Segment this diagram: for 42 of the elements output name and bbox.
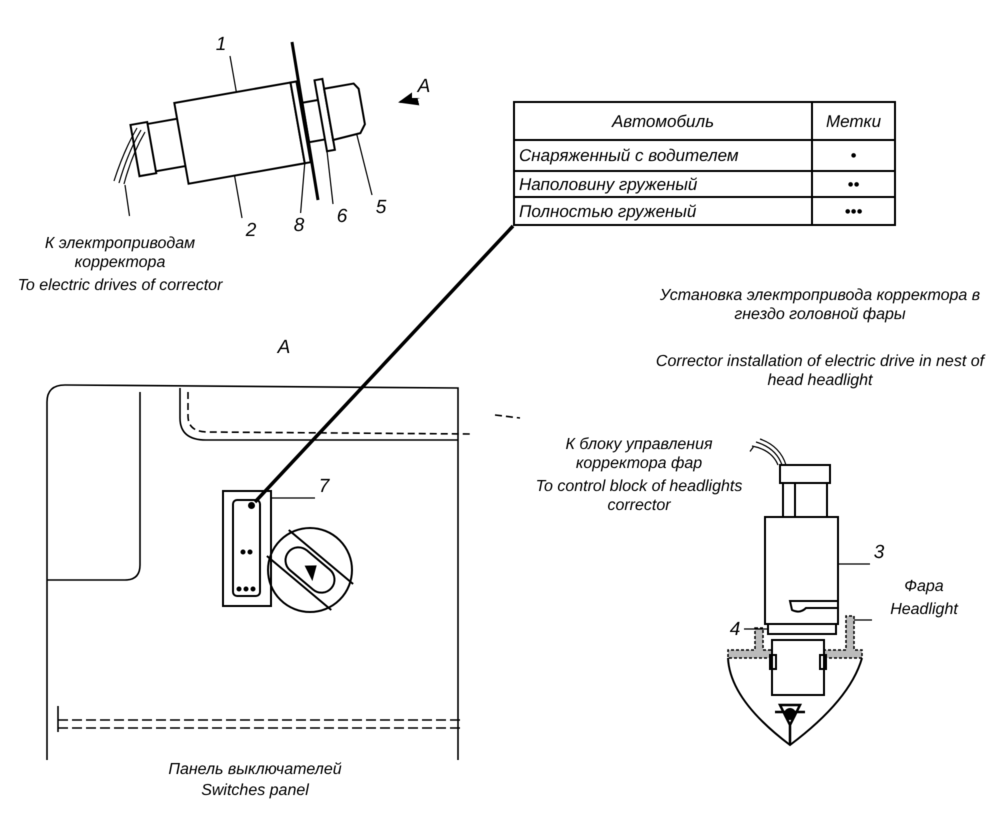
leader-line	[272, 497, 315, 499]
callout-number: 3	[874, 542, 884, 562]
leader-line	[124, 184, 130, 216]
leader-line	[356, 134, 373, 196]
table-cell: Метки	[813, 103, 894, 141]
table-cell-text: •••	[844, 200, 864, 222]
leader-caption: To control block of headlights corrector	[534, 477, 744, 515]
leader-line	[300, 163, 306, 214]
callout-number: 1	[216, 34, 226, 54]
table-cell: Автомобиль	[515, 103, 813, 141]
leader-line	[838, 563, 870, 565]
leader-caption: К электроприводам корректора	[44, 234, 196, 272]
table-cell: Полностью груженый	[515, 198, 813, 224]
callout-number: 7	[318, 476, 330, 496]
leader-line	[744, 628, 768, 630]
marks-table	[513, 101, 896, 226]
leader-line	[229, 56, 237, 92]
leader-caption: Headlight	[890, 600, 958, 619]
connector-line	[254, 224, 514, 504]
leader-line	[234, 176, 243, 218]
switch-plate	[222, 490, 272, 607]
table-cell: •	[813, 141, 894, 172]
table-cell: Наполовину груженый	[515, 172, 813, 198]
leader-caption: К блоку управления корректора фар	[564, 435, 714, 473]
leader-caption: To electric drives of corrector	[18, 276, 222, 294]
section-caption: Corrector installation of electric drive in nest of head headlight	[655, 352, 985, 390]
callout-number: 4	[730, 620, 740, 638]
callout-number: 2	[246, 220, 256, 240]
sealing-ring	[767, 623, 837, 635]
leader-line	[854, 619, 872, 621]
leader-caption: Фара	[904, 577, 944, 596]
actuator-body	[764, 516, 839, 625]
wire-bundle	[113, 127, 146, 185]
wire-bundle	[751, 438, 787, 466]
callout-number: 6	[336, 206, 348, 226]
table-cell: ••	[813, 172, 894, 198]
gasket	[289, 80, 312, 164]
leader-line	[750, 446, 754, 452]
leader-line	[326, 151, 334, 204]
callout-number: 8	[294, 216, 304, 234]
table-cell: Снаряженный с водителем	[515, 141, 813, 172]
callout-number: 5	[376, 198, 386, 216]
